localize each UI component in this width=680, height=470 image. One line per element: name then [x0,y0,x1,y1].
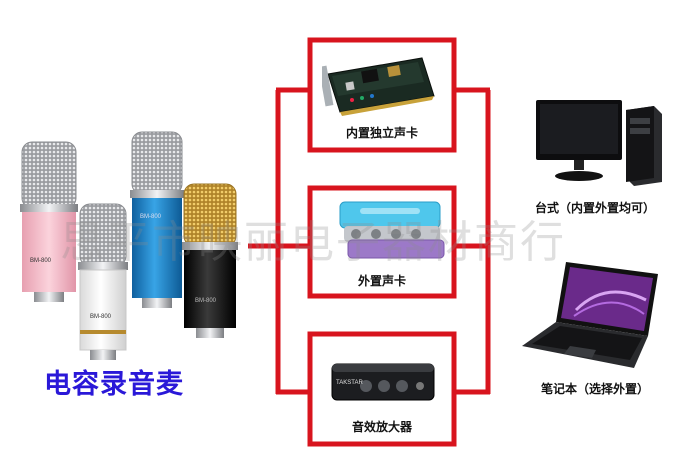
mic-black [182,183,238,338]
amp-brand-label: TAKSTAR [336,380,363,386]
mic-model-label-white: BM-800 [90,314,112,320]
laptop-label: 笔记本（选择外置） [540,382,649,396]
mic-white [78,203,128,360]
box-internal-card-label: 内置独立声卡 [345,126,418,140]
audio-amplifier-icon: TAKSTAR [331,363,435,401]
mic-blue [130,131,184,308]
pci-sound-card-icon [322,57,435,116]
microphones-illustration: BM-800 BM-800 BM-800 BM-800 [20,131,238,360]
mic-pink [20,141,78,302]
page-title: 电容录音麦 [44,369,184,400]
box-external-card-label: 外置声卡 [357,274,406,288]
external-sound-card-icon [339,201,445,259]
box-external-card [307,185,457,299]
box-amplifier-label: 音效放大器 [351,420,412,434]
laptop-icon [522,262,658,368]
desktop-computer-icon [536,100,662,186]
mic-model-label-pink: BM-800 [30,258,52,264]
desktop-label: 台式（内置外置均可） [534,201,655,215]
mic-model-label-blue: BM-800 [140,214,162,220]
box-internal-card [307,37,457,153]
mic-model-label-black: BM-800 [195,298,217,304]
box-amplifier [307,331,457,447]
